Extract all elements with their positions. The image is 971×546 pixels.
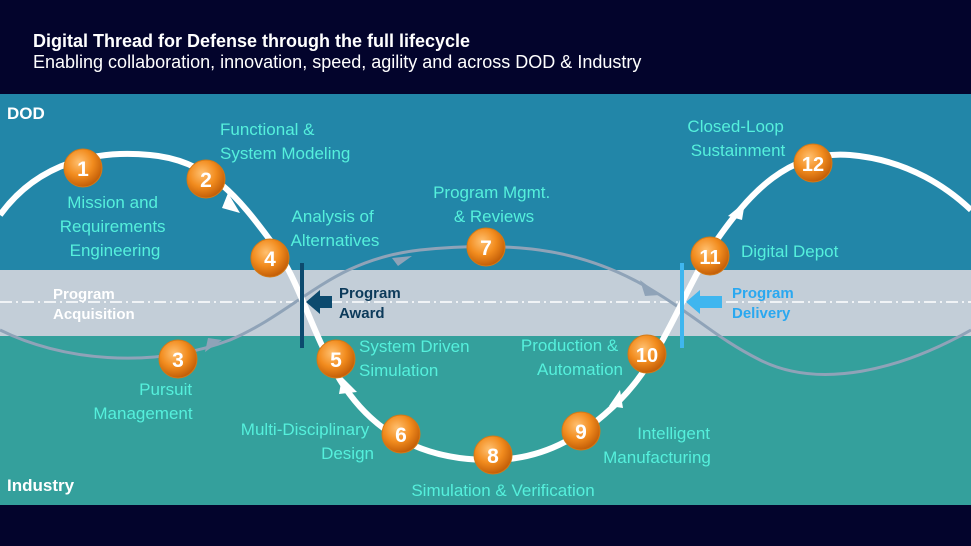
acquisition-arrow-3 xyxy=(640,280,660,296)
step-6-label: Multi-Disciplinary Design xyxy=(241,420,374,463)
step-12-label: Closed-Loop Sustainment xyxy=(687,117,788,160)
step-10-badge[interactable]: 10 xyxy=(627,334,667,374)
page-title: Digital Thread for Defense through the f… xyxy=(33,31,471,51)
step-2-badge[interactable]: 2 xyxy=(186,159,226,199)
step-labels: Mission and Requirements Engineering Fun… xyxy=(60,117,839,500)
lifecycle-arrow-4 xyxy=(728,202,745,220)
step-4-label: Analysis of Alternatives xyxy=(291,207,380,250)
acquisition-arrow-2 xyxy=(392,256,412,266)
step-12-badge[interactable]: 12 xyxy=(793,143,833,183)
step-8-badge[interactable]: 8 xyxy=(473,435,513,475)
step-3-badge[interactable]: 3 xyxy=(158,339,198,379)
svg-text:7: 7 xyxy=(480,237,492,260)
svg-text:4: 4 xyxy=(264,248,276,271)
page-subtitle: Enabling collaboration, innovation, spee… xyxy=(33,52,642,72)
program-delivery-label-1: Program xyxy=(732,285,794,302)
step-1-label: Mission and Requirements Engineering xyxy=(60,193,171,260)
program-acquisition-label-2: Acquisition xyxy=(53,306,135,323)
step-11-label: Digital Depot xyxy=(741,242,839,261)
acquisition-band xyxy=(0,270,971,336)
step-8-label: Simulation & Verification xyxy=(411,481,594,500)
step-5-badge[interactable]: 5 xyxy=(316,339,356,379)
dod-label: DOD xyxy=(7,104,45,123)
step-4-badge[interactable]: 4 xyxy=(250,238,290,278)
step-7-label: Program Mgmt. & Reviews xyxy=(433,183,555,226)
acquisition-arrow-1 xyxy=(205,338,222,352)
svg-text:9: 9 xyxy=(575,421,587,444)
svg-text:2: 2 xyxy=(200,169,212,192)
step-5-label: System Driven Simulation xyxy=(359,337,474,380)
svg-text:12: 12 xyxy=(802,154,824,176)
svg-text:5: 5 xyxy=(330,349,342,372)
lifecycle-arrow-1 xyxy=(222,193,240,213)
step-11-badge[interactable]: 11 xyxy=(690,236,730,276)
svg-text:10: 10 xyxy=(636,345,658,367)
lifecycle-arrow-3 xyxy=(609,390,623,408)
program-acquisition-label-1: Program xyxy=(53,286,115,303)
award-arrow-icon xyxy=(306,290,332,314)
delivery-arrow-icon xyxy=(686,290,722,314)
lifecycle-arrow-2 xyxy=(339,377,357,394)
step-9-badge[interactable]: 9 xyxy=(561,411,601,451)
svg-text:8: 8 xyxy=(487,445,499,468)
svg-text:11: 11 xyxy=(699,247,720,269)
lifecycle-diagram: DOD Industry Program Acquisition Program… xyxy=(0,94,971,505)
step-10-label: Production & Automation xyxy=(521,336,623,379)
program-award-label-2: Award xyxy=(339,305,385,322)
svg-text:1: 1 xyxy=(77,158,89,181)
footer-bar xyxy=(0,505,971,546)
svg-text:3: 3 xyxy=(172,349,184,372)
program-award-label-1: Program xyxy=(339,285,401,302)
step-7-badge[interactable]: 7 xyxy=(466,227,506,267)
step-6-badge[interactable]: 6 xyxy=(381,414,421,454)
step-badges: 1 2 3 4 5 6 7 8 9 10 11 12 xyxy=(63,143,833,475)
industry-label: Industry xyxy=(7,476,75,495)
header: Digital Thread for Defense through the f… xyxy=(0,0,971,94)
step-2-label: Functional & System Modeling xyxy=(220,120,350,163)
svg-text:6: 6 xyxy=(395,424,407,447)
step-3-label: Pursuit Management xyxy=(93,380,196,423)
program-delivery-label-2: Delivery xyxy=(732,305,791,322)
step-1-badge[interactable]: 1 xyxy=(63,148,103,188)
step-9-label: Intelligent Manufacturing xyxy=(603,424,715,467)
